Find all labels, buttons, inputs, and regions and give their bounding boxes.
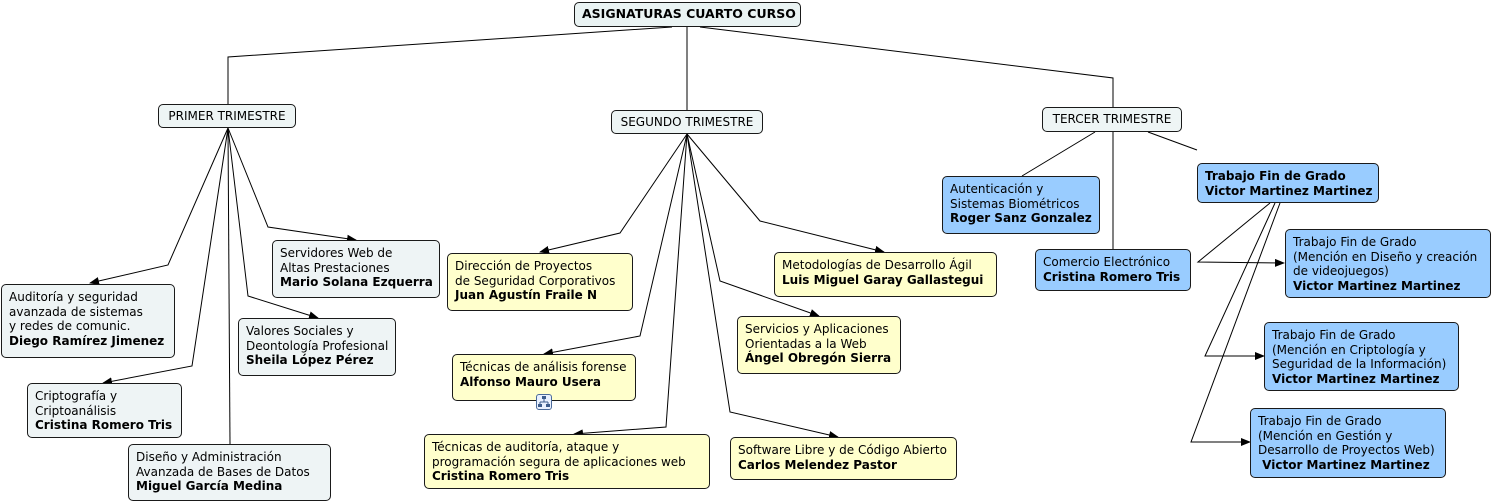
subject-diseno-bases-datos[interactable]: Diseño y Administración Avanzada de Base… bbox=[128, 444, 331, 501]
term-segundo-trimestre[interactable]: SEGUNDO TRIMESTRE bbox=[611, 110, 763, 134]
subject-trabajo-fin-de-grado[interactable]: Trabajo Fin de Grado Victor Martinez Mar… bbox=[1197, 163, 1379, 203]
subject-valores-sociales[interactable]: Valores Sociales y Deontología Profesion… bbox=[238, 318, 396, 376]
link-t1-cripto bbox=[102, 127, 229, 386]
subject-title-line: Trabajo Fin de Grado bbox=[1258, 414, 1382, 428]
subject-teacher: Cristina Romero Tris bbox=[35, 418, 173, 432]
subject-teacher: Victor Martinez Martinez bbox=[1293, 278, 1461, 293]
subject-title-line: Servidores Web de bbox=[280, 246, 393, 260]
subject-teacher: Carlos Melendez Pastor bbox=[738, 457, 897, 472]
subject-title-line: Avanzada de Bases de Datos bbox=[136, 464, 310, 479]
link-t1-valores bbox=[227, 127, 319, 320]
subject-title-line: Criptografía y bbox=[35, 389, 118, 403]
subject-metodologias-agil[interactable]: Metodologías de Desarrollo Ágil Luis Mig… bbox=[774, 252, 997, 297]
subject-teacher: Victor Martinez Martinez bbox=[1272, 371, 1440, 386]
subject-title-line: Técnicas de auditoría, ataque y bbox=[432, 440, 620, 454]
subject-teacher: Mario Solana Ezquerra bbox=[280, 275, 433, 289]
term-label: PRIMER TRIMESTRE bbox=[168, 109, 286, 123]
subject-comercio-electronico[interactable]: Comercio Electrónico Cristina Romero Tri… bbox=[1035, 249, 1191, 291]
subject-title-line: (Mención en Criptología y bbox=[1272, 342, 1426, 357]
subject-title-line: Deontología Profesional bbox=[246, 338, 389, 353]
subject-autenticacion-biometricos[interactable]: Autenticación y Sistemas Biométricos Rog… bbox=[942, 176, 1100, 234]
subject-teacher: Luis Miguel Garay Gallastegui bbox=[782, 272, 984, 287]
subject-title-line: y redes de comunic. bbox=[9, 319, 131, 333]
link-t2-forense bbox=[543, 133, 688, 357]
subject-title-line: Metodologías de Desarrollo Ágil bbox=[782, 258, 972, 272]
subject-tfg-videojuegos[interactable]: Trabajo Fin de Grado (Mención en Diseño … bbox=[1285, 229, 1491, 298]
subject-criptografia[interactable]: Criptografía y Criptoanálisis Cristina R… bbox=[27, 383, 182, 438]
link-tfg-juegos bbox=[1196, 202, 1285, 267]
subject-title-line: de videojuegos) bbox=[1293, 264, 1389, 278]
subject-title-line: Valores Sociales y bbox=[246, 324, 354, 338]
subject-title-line: (Mención en Gestión y bbox=[1258, 428, 1393, 443]
subject-title-line: Desarrollo de Proyectos Web) bbox=[1258, 443, 1435, 457]
subject-teacher: Roger Sanz Gonzalez bbox=[950, 211, 1092, 225]
link-t3-autenticacion bbox=[1021, 131, 1096, 177]
subject-title-line: (Mención en Diseño y creación bbox=[1293, 249, 1478, 264]
subject-teacher: Diego Ramírez Jimenez bbox=[9, 333, 165, 348]
subject-tfg-criptologia[interactable]: Trabajo Fin de Grado (Mención en Criptol… bbox=[1264, 322, 1459, 391]
subject-teacher: Cristina Romero Tris bbox=[432, 469, 570, 483]
subject-title-line: Trabajo Fin de Grado bbox=[1272, 328, 1396, 342]
link-root-t1 bbox=[227, 26, 673, 104]
term-primer-trimestre[interactable]: PRIMER TRIMESTRE bbox=[158, 104, 296, 128]
root-node[interactable]: ASIGNATURAS CUARTO CURSO bbox=[574, 2, 801, 27]
subject-teacher: Juan Agustín Fraile N bbox=[455, 288, 597, 302]
subject-title-line: Autenticación y bbox=[950, 182, 1044, 196]
link-t1-servidores bbox=[227, 127, 357, 243]
link-t2-direccion bbox=[539, 133, 688, 254]
subject-teacher: Ángel Obregón Sierra bbox=[745, 351, 892, 365]
subject-title-line: Software Libre y de Código Abierto bbox=[738, 443, 947, 457]
subject-auditoria-seguridad[interactable]: Auditoría y seguridad avanzada de sistem… bbox=[1, 284, 175, 358]
subject-tfg-gestion-proyectos[interactable]: Trabajo Fin de Grado (Mención en Gestión… bbox=[1250, 408, 1446, 478]
subject-title-line: Seguridad de la Información) bbox=[1272, 357, 1447, 371]
subject-title-line: avanzada de sistemas bbox=[9, 304, 143, 319]
link-t2-metodologias bbox=[686, 133, 885, 254]
concept-map-resource-icon[interactable] bbox=[536, 394, 552, 410]
link-tfg-cripto bbox=[1204, 202, 1276, 360]
subject-teacher: Cristina Romero Tris bbox=[1043, 269, 1181, 284]
link-t3-tfg bbox=[1147, 131, 1198, 151]
link-tfg-gestion bbox=[1190, 202, 1281, 446]
subject-teacher: Alfonso Mauro Usera bbox=[460, 374, 601, 389]
subject-servidores-web[interactable]: Servidores Web de Altas Prestaciones Mar… bbox=[272, 240, 440, 298]
link-t1-auditoria bbox=[89, 127, 229, 285]
subject-title-line: Dirección de Proyectos bbox=[455, 259, 593, 273]
root-title: ASIGNATURAS CUARTO CURSO bbox=[582, 6, 796, 21]
subject-teacher: Miguel García Medina bbox=[136, 479, 283, 493]
subject-title-line: Técnicas de análisis forense bbox=[460, 360, 627, 374]
subject-title-line: Trabajo Fin de Grado bbox=[1293, 235, 1417, 249]
subject-title-line: de Seguridad Corporativos bbox=[455, 273, 616, 288]
subject-title-line: Auditoría y seguridad bbox=[9, 290, 138, 304]
subject-analisis-forense[interactable]: Técnicas de análisis forense Alfonso Mau… bbox=[452, 354, 636, 401]
subject-title-line: Sistemas Biométricos bbox=[950, 196, 1080, 211]
subject-title-line: Servicios y Aplicaciones bbox=[745, 322, 889, 336]
subject-title-line: Altas Prestaciones bbox=[280, 260, 390, 275]
subject-title-line: Orientadas a la Web bbox=[745, 336, 867, 351]
subject-software-libre[interactable]: Software Libre y de Código Abierto Carlo… bbox=[730, 437, 957, 480]
subject-title-line: Trabajo Fin de Grado bbox=[1205, 169, 1346, 183]
subject-teacher: Victor Martinez Martinez bbox=[1258, 457, 1430, 472]
subject-title-line: Criptoanálisis bbox=[35, 403, 117, 418]
subject-servicios-web[interactable]: Servicios y Aplicaciones Orientadas a la… bbox=[737, 316, 901, 374]
subject-title-line: Comercio Electrónico bbox=[1043, 255, 1171, 269]
term-tercer-trimestre[interactable]: TERCER TRIMESTRE bbox=[1042, 107, 1182, 132]
link-t2-tecnicasaud bbox=[573, 133, 688, 438]
link-root-t3 bbox=[699, 26, 1114, 107]
subject-title-line: programación segura de aplicaciones web bbox=[432, 454, 686, 469]
link-t1-disenobd bbox=[227, 127, 231, 445]
link-t2-softwarelibre bbox=[686, 133, 839, 439]
subject-direccion-proyectos[interactable]: Dirección de Proyectos de Seguridad Corp… bbox=[447, 253, 633, 311]
term-label: SEGUNDO TRIMESTRE bbox=[620, 115, 754, 129]
subject-teacher: Sheila López Pérez bbox=[246, 353, 374, 367]
link-t2-servicios bbox=[686, 133, 820, 317]
term-label: TERCER TRIMESTRE bbox=[1052, 112, 1172, 126]
subject-teacher: Victor Martinez Martinez bbox=[1205, 183, 1373, 198]
subject-title-line: Diseño y Administración bbox=[136, 450, 282, 464]
subject-tecnicas-auditoria[interactable]: Técnicas de auditoría, ataque y programa… bbox=[424, 434, 710, 489]
